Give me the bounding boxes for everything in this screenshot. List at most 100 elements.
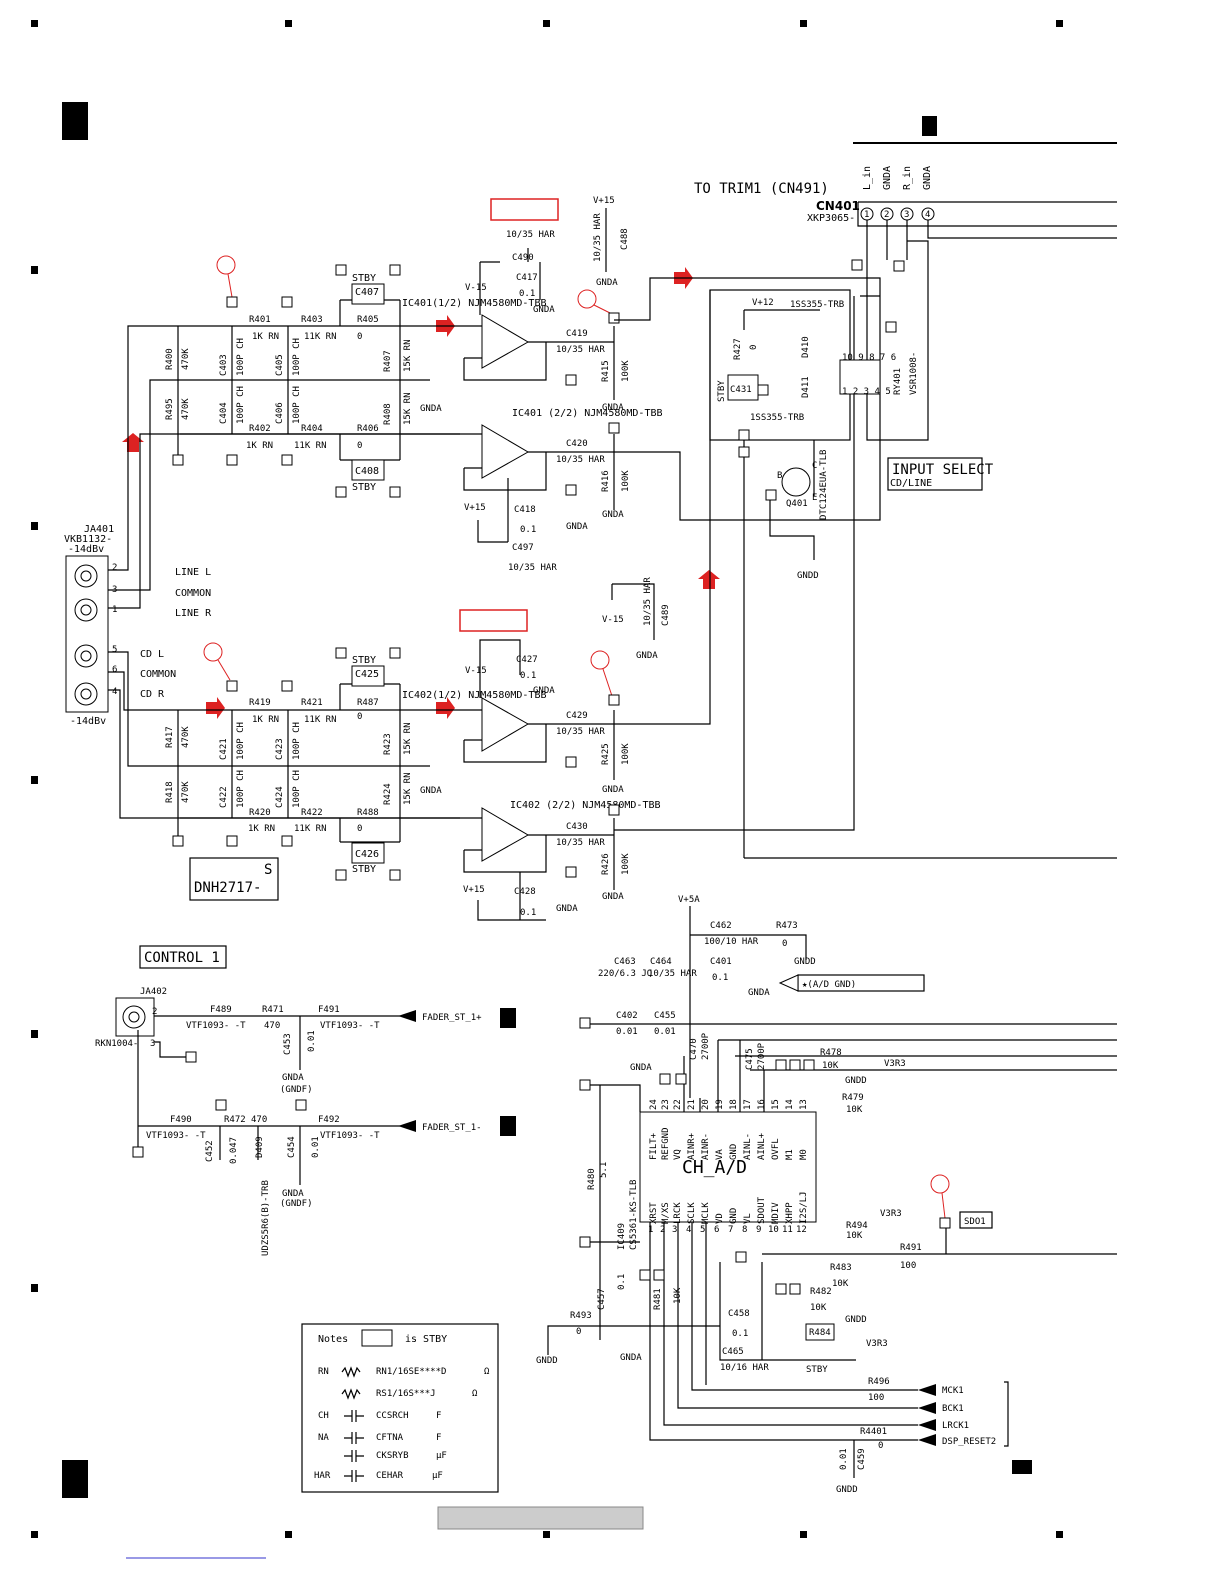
c454-val: 0.01 (311, 1136, 321, 1158)
adc-pin-xrst: XRST (649, 1202, 659, 1224)
c490-val: 10/35 HAR (506, 230, 555, 240)
r405-val: 0 (357, 332, 362, 342)
r422-val: 11K RN (294, 824, 327, 834)
out-bck1: BCK1 (942, 1404, 964, 1414)
note-1-desc: RN1/16SE****D (376, 1367, 446, 1377)
r415-val: 100K (621, 360, 631, 382)
adc-num-18: 18 (729, 1099, 739, 1110)
c488-ref: C488 (620, 228, 630, 250)
adc-gnd-note: ★(A/D GND) (802, 980, 856, 990)
c497-ref: C497 (512, 543, 534, 553)
r487-ref: R487 (357, 698, 379, 708)
relay-pins-top: 10 9 8 7 6 (842, 353, 896, 363)
c423-ref: C423 (275, 738, 285, 760)
cn401-pin4-num: 4 (925, 210, 930, 220)
ja401-pin-f: 4 (112, 687, 117, 697)
r402-val: 1K RN (246, 441, 273, 451)
c465-ref: C465 (722, 1347, 744, 1357)
gndd-r473: GNDD (794, 957, 816, 967)
gndd-r493: GNDD (536, 1356, 558, 1366)
r473-val: 0 (782, 939, 787, 949)
control-title: CONTROL 1 (144, 950, 220, 966)
c430-ref: C430 (566, 822, 588, 832)
c453-val: 0.01 (307, 1030, 317, 1052)
r483-ref: R483 (830, 1263, 852, 1273)
c463-val: 220/6.3 JQ (598, 969, 652, 979)
q401-pin-b: B (777, 471, 782, 481)
vp15-cd: V+15 (463, 885, 485, 895)
cn401-pin4-label: GNDA (922, 166, 933, 190)
r480-ref: R480 (587, 1168, 597, 1190)
r426-ref: R426 (601, 853, 611, 875)
f492-val: VTF1093- -T (320, 1131, 380, 1141)
v3r3-mid: V3R3 (880, 1209, 902, 1219)
c407-note: STBY (352, 273, 376, 284)
r426-val: 100K (621, 853, 631, 875)
c408-ref: C408 (355, 466, 379, 477)
r417-val: 470K (181, 726, 191, 748)
note-3-desc: CCSRCH (376, 1411, 409, 1421)
note-3-code: CH (318, 1411, 329, 1421)
c408-note: STBY (352, 482, 376, 493)
gndf-ctrl-2: (GNDF) (280, 1199, 313, 1209)
adc-num-12: 12 (796, 1225, 807, 1235)
adc-num-4: 4 (686, 1225, 691, 1235)
notes-title: Notes (318, 1334, 348, 1345)
adc-pin-sdout: SDOUT (757, 1196, 767, 1224)
r495-ref: R495 (165, 398, 175, 420)
r406-ref: R406 (357, 424, 379, 434)
note-2-unit: Ω (472, 1389, 478, 1399)
c421-val: 100P CH (236, 722, 246, 760)
r400-ref: R400 (165, 348, 175, 370)
adc-num-2: 2 (660, 1225, 665, 1235)
c452-ref: C452 (205, 1140, 215, 1162)
gnda-b: GNDA (566, 522, 588, 532)
c489-ref: C489 (661, 604, 671, 626)
c402-val: 0.01 (616, 1027, 638, 1037)
cn401-part: XKP3065- (807, 213, 855, 224)
r418-ref: R418 (165, 781, 175, 803)
vm15-cd-top: V-15 (602, 615, 624, 625)
cd-section: STBY C425 C426 STBY R419 1K RN R421 11K … (165, 290, 855, 921)
adc-pin-xhpp: XHPP (785, 1202, 795, 1224)
c428-ref: C428 (514, 887, 536, 897)
adc-pin-m1: M1 (785, 1149, 795, 1160)
c407-ref: C407 (355, 287, 379, 298)
note-1-code: RN (318, 1367, 329, 1377)
r494-val: 10K (846, 1231, 863, 1241)
vp15-top: V+15 (593, 196, 615, 206)
r401-val: 1K RN (252, 332, 279, 342)
vp12-label: V+12 (752, 298, 774, 308)
input-select-subtitle: CD/LINE (890, 478, 932, 489)
notes-box: Notes is STBY RN RN1/16SE****D Ω RS1/16S… (301, 1323, 499, 1493)
gnda-b-out: GNDA (602, 510, 624, 520)
vp5a-label: V+5A (678, 895, 700, 905)
c403-val: 100P CH (236, 338, 246, 376)
cn401-pin1-num: 1 (864, 210, 869, 220)
adc-pin-i2s: I2S/LJ (799, 1191, 809, 1224)
c420-val: 10/35 HAR (556, 455, 605, 465)
r408-ref: R408 (383, 403, 393, 425)
ja401-pin-c: 1 (112, 605, 117, 615)
c419-ref: C419 (566, 329, 588, 339)
ja402-ref: JA402 (140, 987, 167, 997)
input-select-block: V+12 1SS355-TRB 1SS355-TRB R427 0 C431 S… (709, 289, 1117, 859)
adc-pin-sclk: SCLK (687, 1202, 697, 1224)
adc-pin-mdiv: MDIV (771, 1202, 781, 1224)
part-code: DNH2717- (194, 880, 261, 896)
gndd-r483: GNDD (845, 1315, 867, 1325)
adc-pin-gnd-bottom: GND (729, 1208, 739, 1224)
input-select-title: INPUT SELECT (892, 462, 994, 478)
r4401-ref: R4401 (860, 1427, 887, 1437)
adc-pin-filt: FILT+ (649, 1132, 659, 1160)
ja401-label-common-2: COMMON (140, 669, 176, 680)
r400-val: 470K (181, 348, 191, 370)
c403-ref: C403 (219, 354, 229, 376)
note-5-unit: μF (436, 1451, 447, 1461)
f491-val: VTF1093- -T (320, 1021, 380, 1031)
gnda-c402: GNDA (630, 1063, 652, 1073)
c464-val: 10/35 HAR (648, 969, 697, 979)
c454-ref: C454 (287, 1136, 297, 1158)
d411-ref: D411 (801, 376, 811, 398)
c457-ref: C457 (597, 1288, 607, 1310)
